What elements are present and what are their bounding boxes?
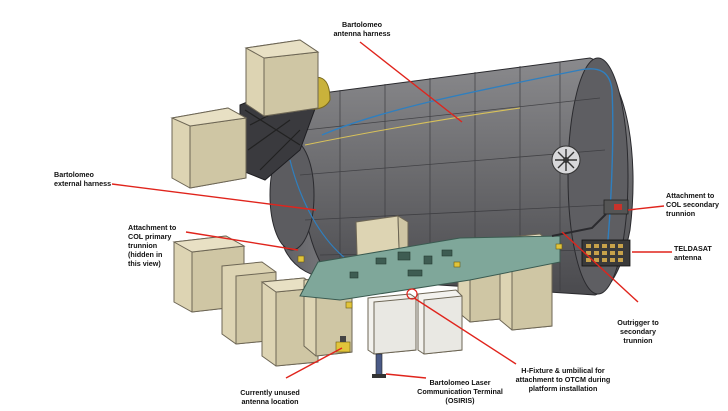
label-antenna-harness: Bartolomeo antenna harness [333, 20, 391, 38]
teldasat-antenna [581, 239, 631, 267]
label-outrigger: Outrigger to secondary trunnion [617, 318, 659, 345]
blue-cable-run [321, 68, 614, 241]
platform-deck [299, 235, 561, 301]
bartolomeo-platform [297, 207, 619, 353]
payload-box-top [244, 39, 320, 117]
leader-primary-trunnion [185, 231, 299, 251]
label-hfixture: H-Fixture & umbilical for attachment to … [515, 366, 611, 393]
leader-outrigger [561, 231, 639, 303]
label-external-harness: Bartolomeo external harness [54, 170, 112, 188]
unused-antenna-fitting [335, 336, 351, 353]
osiris-terminal [372, 353, 386, 378]
hatch-wheel [551, 145, 581, 175]
leader-secondary-trunnion [627, 205, 665, 211]
platform-details [349, 249, 453, 279]
payload-box-left-upper [170, 107, 248, 189]
leader-lines [111, 41, 672, 379]
hfixture-marker [406, 288, 418, 300]
label-laser-terminal: Bartolomeo Laser Communication Terminal … [417, 378, 503, 405]
outrigger-strut [551, 213, 607, 237]
secondary-trunnion-fitting [603, 199, 629, 215]
label-teldasat: TELDASAT antenna [674, 244, 712, 262]
leader-unused-antenna [285, 347, 343, 379]
leader-laser-terminal [385, 373, 427, 379]
leader-external-harness [111, 183, 317, 211]
leader-hfixture [413, 297, 517, 365]
payload-box-osiris-b [417, 289, 463, 355]
label-secondary-trunnion: Attachment to COL secondary trunnion [666, 191, 719, 218]
label-unused-antenna: Currently unused antenna location [240, 388, 300, 406]
leader-antenna-harness [359, 41, 463, 123]
yellow-cable [304, 107, 521, 146]
label-primary-trunnion: Attachment to COL primary trunnion (hidd… [128, 223, 177, 268]
payload-box-osiris-a [367, 293, 417, 355]
